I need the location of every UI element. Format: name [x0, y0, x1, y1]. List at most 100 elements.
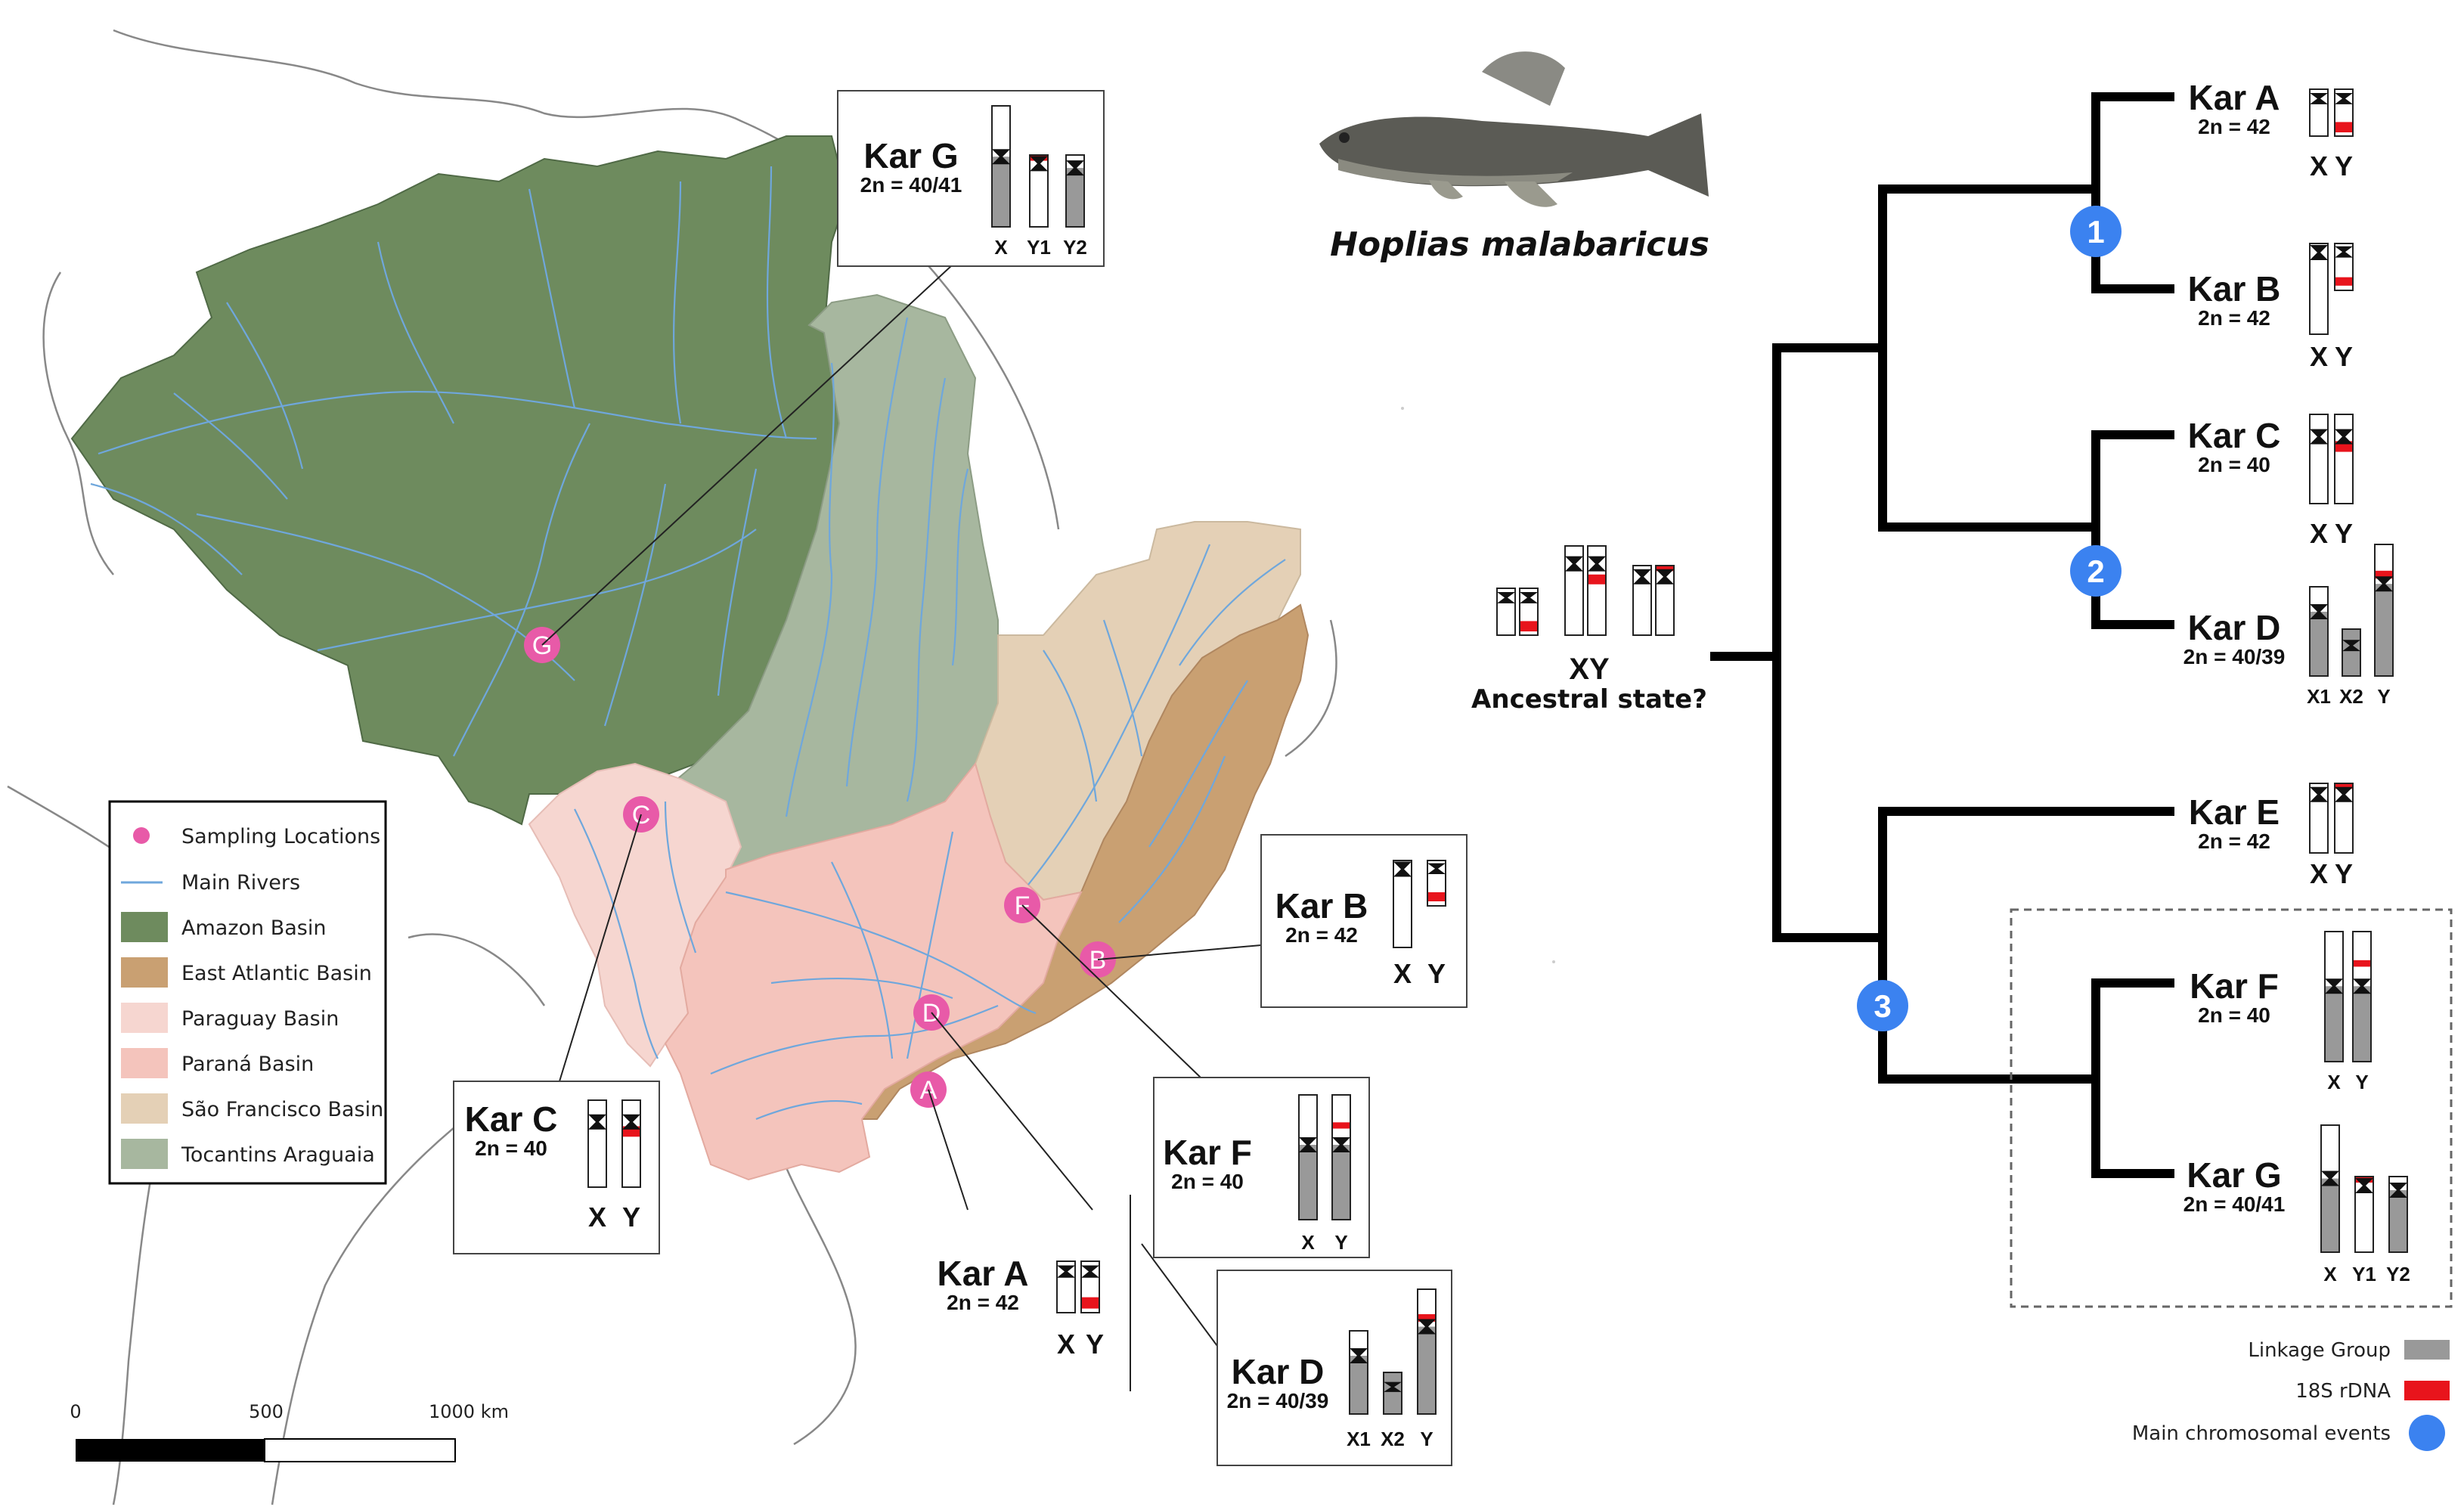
map-b-x: [1393, 860, 1412, 948]
svg-text:Main Rivers: Main Rivers: [181, 871, 300, 895]
svg-text:Y: Y: [1420, 1428, 1433, 1450]
svg-text:2n = 40: 2n = 40: [475, 1136, 547, 1160]
svg-text:2n = 42: 2n = 42: [2198, 115, 2270, 138]
svg-text:Amazon Basin: Amazon Basin: [181, 916, 326, 940]
map-b-y: [1427, 860, 1446, 907]
node-3[interactable]: 3: [1857, 980, 1908, 1031]
svg-text:2n = 42: 2n = 42: [2198, 829, 2270, 853]
node-2[interactable]: 2: [2070, 545, 2122, 597]
svg-text:Y: Y: [1334, 1231, 1347, 1254]
svg-text:Kar D: Kar D: [1232, 1352, 1325, 1391]
anc-c4: [1587, 545, 1607, 636]
svg-text:Sampling Locations: Sampling Locations: [181, 825, 380, 848]
map-g-x: [991, 105, 1011, 228]
tip-kar-d: Kar D 2n = 40/39 X1 X2 Y: [2184, 544, 2394, 708]
svg-text:Kar F: Kar F: [2190, 966, 2279, 1006]
rdna-swatch: [2404, 1381, 2450, 1400]
tip-g-y2: [2388, 1176, 2408, 1253]
svg-text:Y: Y: [1427, 958, 1446, 989]
map-c-x: [587, 1099, 607, 1188]
svg-text:Y: Y: [2377, 685, 2390, 708]
svg-text:2n = 40/41: 2n = 40/41: [2184, 1192, 2286, 1216]
svg-text:Kar C: Kar C: [2188, 416, 2281, 455]
fish-illustration: [1319, 51, 1709, 207]
svg-text:Y: Y: [622, 1202, 640, 1233]
tip-kar-c: Kar C 2n = 40 X Y: [2188, 414, 2354, 549]
tip-e-y: [2334, 783, 2354, 854]
svg-text:Y1: Y1: [1027, 236, 1051, 259]
anc-c3: [1564, 545, 1584, 636]
svg-text:G: G: [532, 631, 552, 660]
svg-text:X: X: [2327, 1071, 2341, 1093]
amazon-basin: [70, 135, 848, 826]
map-box-kar-f: Kar F 2n = 40 X Y: [1153, 1077, 1370, 1258]
svg-text:X: X: [2323, 1263, 2337, 1285]
tip-e-x: [2309, 783, 2329, 854]
svg-text:Y: Y: [2335, 341, 2353, 372]
svg-text:1000 km: 1000 km: [429, 1401, 509, 1422]
tip-b-y: [2334, 243, 2354, 291]
anc-c5: [1632, 565, 1652, 636]
rivers: [90, 166, 1286, 1121]
svg-text:2n = 42: 2n = 42: [2198, 306, 2270, 330]
map-a-x: [1056, 1260, 1076, 1313]
svg-text:1: 1: [2087, 214, 2104, 250]
svg-text:Y: Y: [1086, 1329, 1104, 1360]
map-f-x: [1298, 1094, 1318, 1220]
map-kar-a: Kar A 2n = 42 X Y: [938, 1254, 1105, 1360]
map-box-kar-g: Kar G 2n = 40/41 X Y1 Y2: [837, 90, 1105, 267]
svg-text:B: B: [1089, 946, 1107, 975]
svg-text:2n = 40/39: 2n = 40/39: [1227, 1389, 1329, 1412]
svg-text:Kar E: Kar E: [2189, 792, 2280, 832]
svg-text:2n = 42: 2n = 42: [947, 1291, 1019, 1314]
node-1[interactable]: 1: [2070, 206, 2122, 257]
svg-text:X: X: [1057, 1329, 1075, 1360]
svg-text:0: 0: [70, 1401, 81, 1422]
svg-text:18S rDNA: 18S rDNA: [2295, 1380, 2391, 1403]
svg-text:2: 2: [2087, 553, 2104, 589]
svg-text:X: X: [2310, 341, 2328, 372]
svg-text:2n = 40: 2n = 40: [2198, 1003, 2270, 1027]
map-f-y: [1331, 1094, 1351, 1220]
svg-text:Y: Y: [2335, 150, 2353, 181]
svg-text:X1: X1: [2307, 685, 2331, 708]
map-box-kar-c: Kar C 2n = 40 X Y: [453, 1081, 660, 1254]
tip-f-x: [2324, 931, 2344, 1062]
svg-text:XY: XY: [1569, 653, 1610, 686]
tip-g-y1: [2354, 1176, 2374, 1253]
parana-basin: [664, 761, 1083, 1181]
event-dot-icon: [2409, 1415, 2445, 1451]
map-box-kar-d: Kar D 2n = 40/39 X1 X2 Y: [1217, 1270, 1452, 1466]
map: G C F B D A: [7, 29, 1468, 1505]
map-g-y2: [1065, 154, 1085, 228]
svg-text:Y: Y: [2335, 518, 2353, 549]
svg-text:Paraguay Basin: Paraguay Basin: [181, 1007, 339, 1031]
east-atlantic-basin: [860, 603, 1309, 1120]
svg-text:X2: X2: [2339, 685, 2363, 708]
anc-c6: [1655, 565, 1675, 636]
svg-text:X: X: [2310, 858, 2328, 889]
svg-text:Y: Y: [2355, 1071, 2368, 1093]
svg-text:2n = 40/39: 2n = 40/39: [2184, 645, 2286, 668]
map-legend: Sampling Locations Main Rivers Amazon Ba…: [108, 800, 387, 1185]
svg-text:3: 3: [1874, 988, 1891, 1024]
tip-a-x: [2309, 88, 2329, 137]
tip-c-y: [2334, 414, 2354, 504]
svg-text:Kar B: Kar B: [1275, 886, 1368, 926]
map-g-y1: [1029, 154, 1049, 228]
svg-text:Kar B: Kar B: [2188, 269, 2281, 309]
linkage-swatch: [2404, 1340, 2450, 1360]
svg-text:2n = 42: 2n = 42: [1285, 923, 1358, 947]
svg-text:Y: Y: [2335, 858, 2353, 889]
svg-text:X: X: [1393, 958, 1412, 989]
map-a-y: [1080, 1260, 1100, 1313]
tip-a-y: [2334, 88, 2354, 137]
svg-text:2n = 40: 2n = 40: [1171, 1170, 1244, 1193]
svg-text:Kar F: Kar F: [1163, 1133, 1252, 1172]
tip-b-x: [2309, 243, 2329, 335]
svg-text:Ancestral state?: Ancestral state?: [1471, 684, 1707, 715]
tip-kar-g: Kar G 2n = 40/41 X Y1 Y2: [2184, 1124, 2410, 1285]
species-name: Hoplias malabaricus: [1330, 225, 1709, 264]
svg-text:X2: X2: [1381, 1428, 1405, 1450]
